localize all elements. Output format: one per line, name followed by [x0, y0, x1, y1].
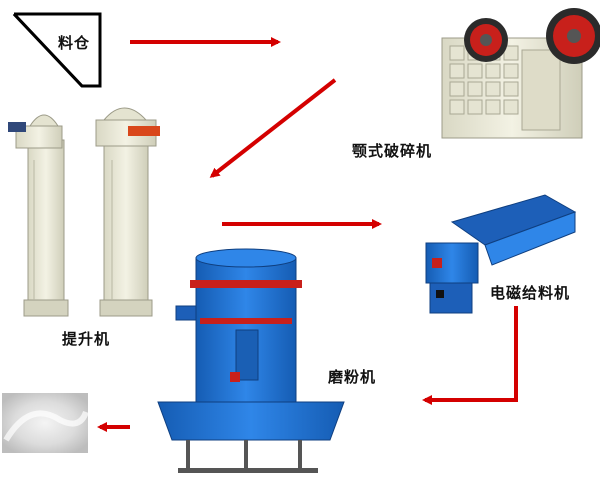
jaw-crusher-image — [441, 8, 600, 139]
hopper-label: 料仓 — [58, 34, 91, 52]
jaw-crusher-label: 颚式破碎机 — [352, 142, 433, 160]
vibrating-feeder-label: 电磁给料机 — [490, 284, 571, 302]
powder-product-image — [2, 393, 89, 453]
bucket-elevator-image — [8, 107, 160, 317]
grinding-mill-label: 磨粉机 — [328, 368, 377, 386]
elevator-label: 提升机 — [62, 330, 111, 348]
vibrating-feeder-image — [425, 194, 577, 314]
arrow-crusher-to-elevator — [209, 78, 337, 178]
hopper-node — [12, 12, 102, 88]
arrow-feeder-to-mill — [422, 306, 518, 405]
flow-arrows — [97, 37, 518, 432]
grinding-mill-image — [157, 248, 345, 473]
